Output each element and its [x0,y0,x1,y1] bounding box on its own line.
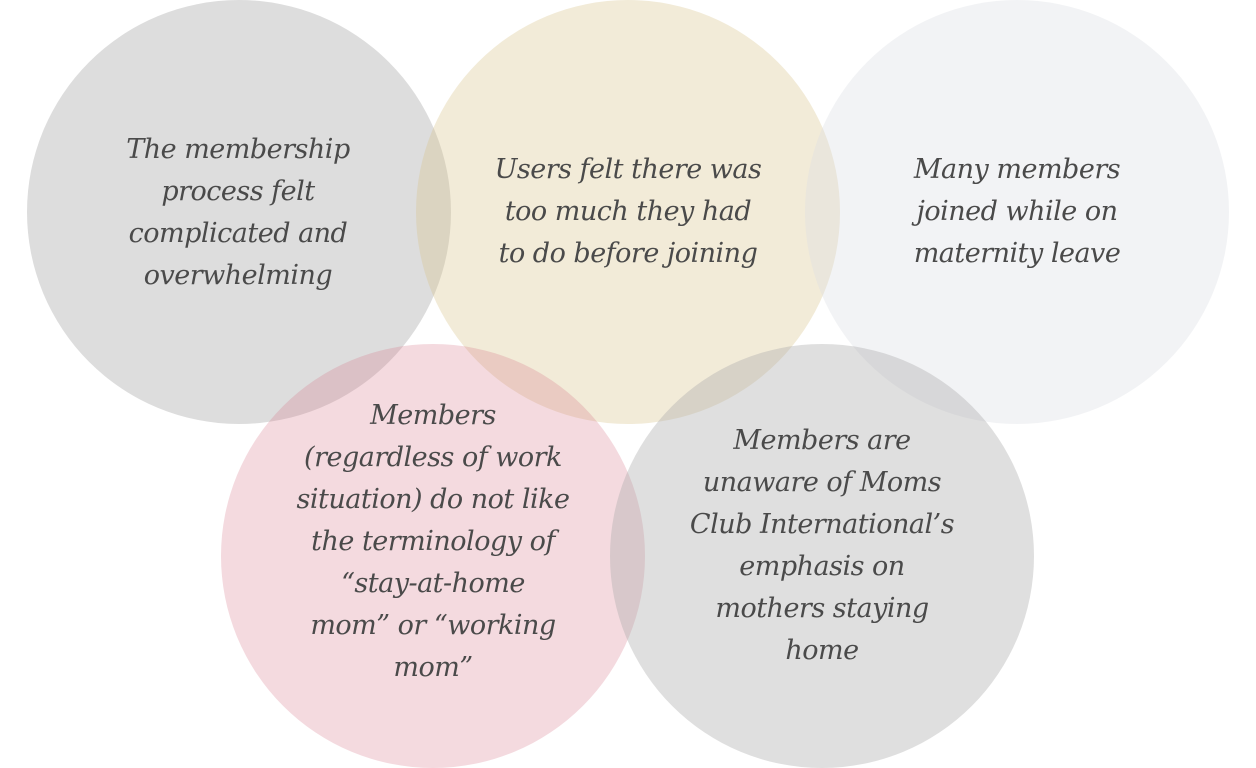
circle-text-too-much-to-do: Users felt there was too much they had t… [495,149,762,275]
text-line: mom” [393,652,473,683]
text-line: Users felt there was [494,154,762,185]
text-line: the terminology of [311,526,555,557]
circle-text-membership-process: The membership process felt complicated … [126,129,350,297]
circle-too-much-to-do: Users felt there was too much they had t… [416,0,840,424]
circle-membership-process: The membership process felt complicated … [27,0,451,424]
text-line: situation) do not like [296,484,570,515]
text-line: complicated and [128,218,348,249]
text-line: The membership [126,134,350,165]
text-line: “stay-at-home [341,568,525,599]
circle-text-maternity-leave: Many members joined while on maternity l… [914,149,1121,275]
text-line: mothers staying [715,593,929,624]
circle-terminology: Members (regardless of work situation) d… [221,344,645,768]
text-line: process felt [161,176,315,207]
text-line: to do before joining [498,238,758,269]
circle-text-terminology: Members (regardless of work situation) d… [297,395,570,689]
circle-text-unaware-of-emphasis: Members are unaware of Moms Club Interna… [689,420,955,672]
text-line: (regardless of work [304,442,562,473]
text-line: overwhelming [143,260,333,291]
circle-maternity-leave: Many members joined while on maternity l… [805,0,1229,424]
text-line: Members are [733,425,911,456]
circle-unaware-of-emphasis: Members are unaware of Moms Club Interna… [610,344,1034,768]
text-line: joined while on [916,196,1118,227]
text-line: too much they had [504,196,752,227]
text-line: maternity leave [913,238,1121,269]
text-line: emphasis on [739,551,905,582]
text-line: Club International’s [689,509,955,540]
text-line: mom” or “working [310,610,556,641]
text-line: Many members [913,154,1121,185]
text-line: unaware of Moms [702,467,942,498]
text-line: Members [370,400,496,431]
text-line: home [785,635,859,666]
